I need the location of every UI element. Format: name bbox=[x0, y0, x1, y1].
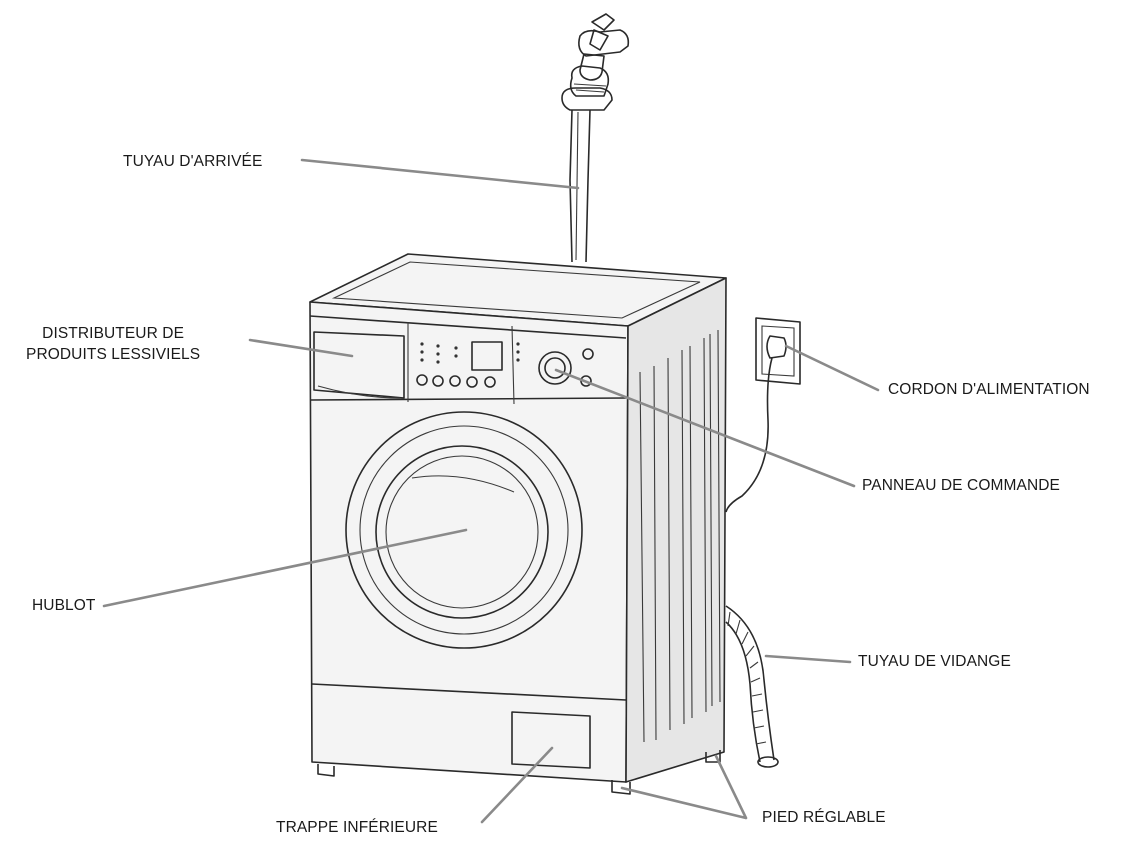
drain-hose bbox=[725, 605, 779, 768]
label-inlet-hose: TUYAU D'ARRIVÉE bbox=[123, 153, 263, 170]
label-detergent-drawer-line2: PRODUITS LESSIVIELS bbox=[26, 345, 201, 363]
leader-door bbox=[102, 528, 468, 608]
label-detergent-drawer: DISTRIBUTEUR DE PRODUITS LESSIVIELS bbox=[26, 324, 200, 366]
door bbox=[345, 411, 583, 649]
label-drain-hose: TUYAU DE VIDANGE bbox=[858, 653, 1011, 670]
leader-control-panel bbox=[554, 368, 856, 488]
inlet-hose bbox=[569, 109, 591, 263]
leader-lines bbox=[102, 158, 880, 824]
label-adjustable-feet: PIED RÉGLABLE bbox=[762, 809, 886, 826]
label-control-panel: PANNEAU DE COMMANDE bbox=[862, 477, 1060, 494]
label-door: HUBLOT bbox=[32, 597, 96, 614]
leader-bottom-cover bbox=[480, 746, 554, 824]
leader-detergent-drawer bbox=[248, 338, 354, 358]
power-cord bbox=[725, 317, 801, 513]
leader-inlet-hose bbox=[300, 158, 580, 190]
label-bottom-cover: TRAPPE INFÉRIEURE bbox=[276, 819, 438, 836]
label-detergent-drawer-line1: DISTRIBUTEUR DE bbox=[42, 325, 185, 342]
leader-power-cord bbox=[784, 344, 880, 392]
leader-drain-hose bbox=[764, 654, 852, 664]
label-power-cord: CORDON D'ALIMENTATION bbox=[888, 381, 1090, 398]
leader-adjustable-feet bbox=[620, 754, 748, 820]
faucet bbox=[561, 13, 630, 111]
machine-body bbox=[309, 253, 727, 795]
